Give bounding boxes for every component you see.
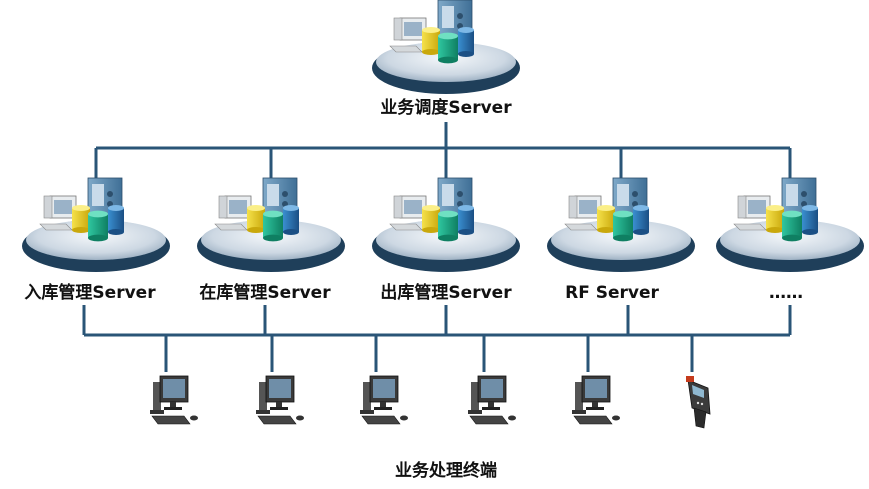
handheld-scanner-icon [685,375,711,429]
server-label-outbound: 出库管理Server [380,282,512,303]
desktop-terminal-icon [359,375,409,425]
top-server-label: 业务调度Server [380,97,512,118]
server-label-storage: 在库管理Server [199,282,331,303]
server-label-more: …… [769,283,803,303]
connection-lines [82,122,792,372]
desktop-terminal-icon [467,375,517,425]
desktop-terminal-icon [149,375,199,425]
server-label-rf: RF Server [565,283,659,303]
server-cluster-icon [196,177,346,273]
terminals-label: 业务处理终端 [395,460,497,481]
server-cluster-icon [371,177,521,273]
server-label-inbound: 入库管理Server [24,282,156,303]
server-cluster-icon [371,0,521,95]
server-cluster-icon [546,177,696,273]
desktop-terminal-icon [255,375,305,425]
server-cluster-icon [715,177,865,273]
desktop-terminal-icon [571,375,621,425]
server-cluster-icon [21,177,171,273]
